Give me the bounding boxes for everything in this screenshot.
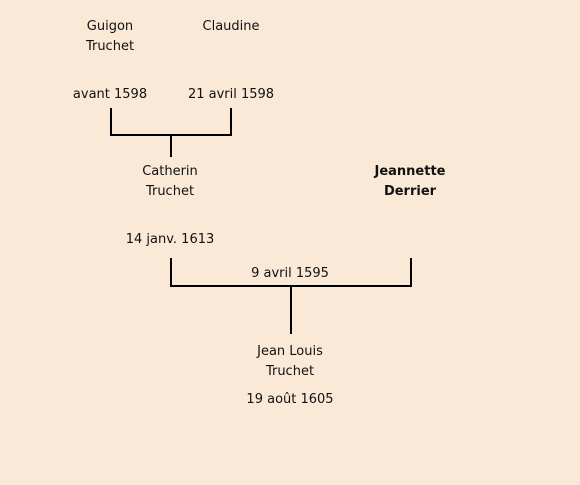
person-catherin: Catherin Truchet: [142, 162, 198, 202]
parents-left-drop: [110, 108, 112, 136]
marriage-date: 9 avril 1595: [251, 266, 329, 281]
claudine-date: 21 avril 1598: [187, 87, 275, 102]
person-jeannette: Jeannette Derrier: [375, 162, 446, 202]
guigon-date: avant 1598: [72, 87, 148, 102]
catherin-last-name: Truchet: [145, 184, 195, 199]
catherin-date: 14 janv. 1613: [125, 232, 215, 247]
person-guigon: Guigon Truchet: [86, 17, 134, 57]
guigon-first-name: Guigon: [86, 19, 134, 34]
couple-right-drop: [410, 258, 412, 287]
catherin-first-name: Catherin: [142, 164, 198, 179]
parents-descent: [170, 134, 172, 157]
person-jean-louis: Jean Louis Truchet: [257, 342, 323, 382]
couple-left-drop: [170, 258, 172, 287]
jeannette-first-name: Jeannette: [374, 164, 446, 179]
couple-descent: [290, 285, 292, 334]
parents-right-drop: [230, 108, 232, 136]
claudine-first-name: Claudine: [202, 19, 260, 34]
jean-louis-first-name: Jean Louis: [257, 344, 323, 359]
jeannette-last-name: Derrier: [383, 184, 437, 199]
person-claudine: Claudine: [203, 17, 260, 37]
guigon-last-name: Truchet: [85, 39, 135, 54]
jean-louis-last-name: Truchet: [265, 364, 315, 379]
jean-louis-date: 19 août 1605: [246, 392, 334, 407]
